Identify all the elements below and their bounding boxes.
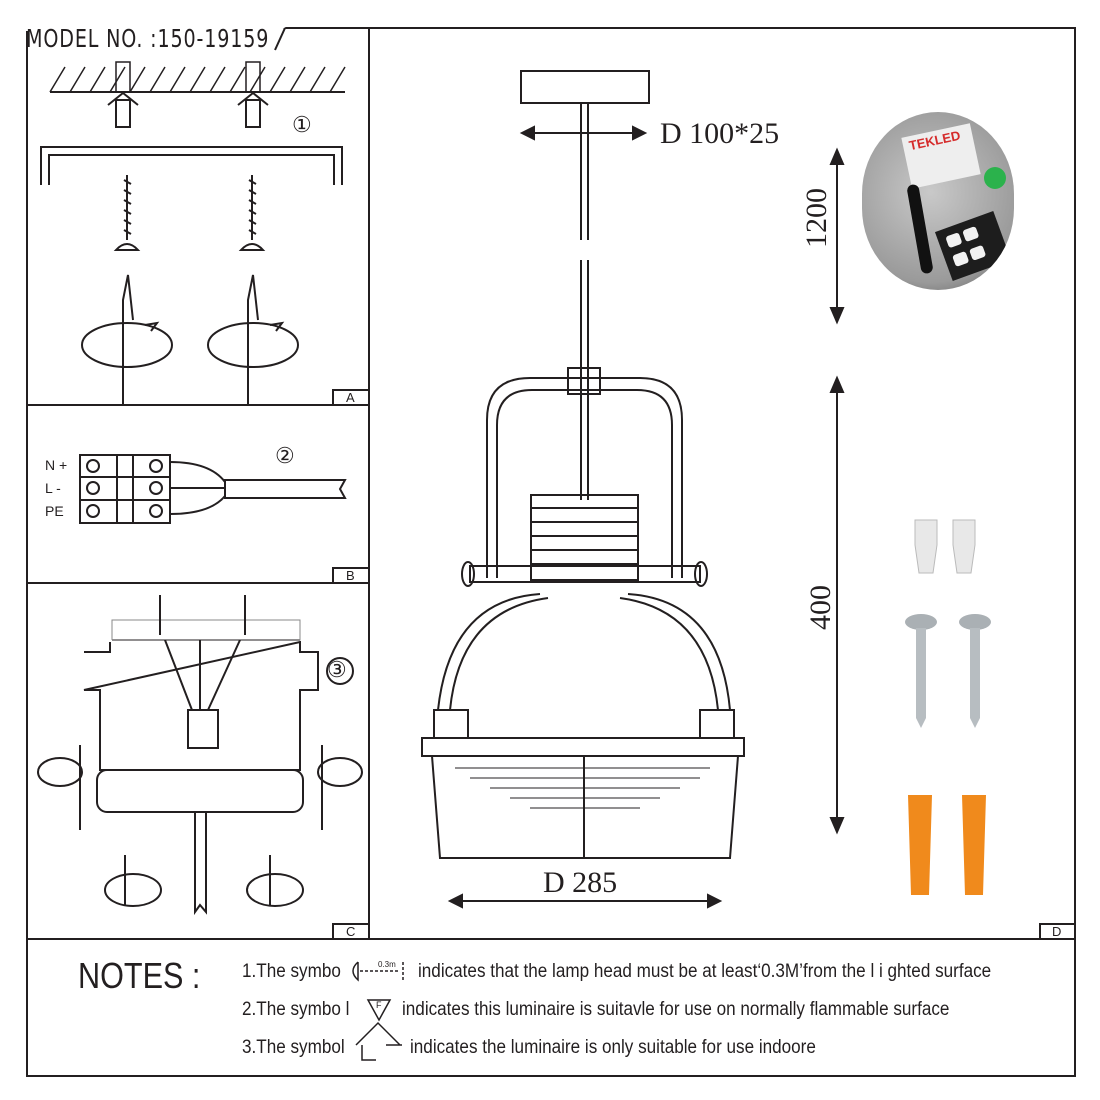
panel-label-b: B — [346, 568, 355, 583]
note-2-prefix: 2.The symbo l — [242, 999, 350, 1020]
note-1-prefix: 1.The symbo — [242, 961, 341, 982]
product-label: TEKLED — [901, 123, 981, 189]
step-3-marker: ③ — [327, 657, 347, 682]
panel-label-d: D — [1052, 924, 1062, 939]
diameter-dimension: D 285 — [543, 866, 618, 899]
note-2-symbol-text: F — [376, 1000, 382, 1010]
brand-logo: TEKLED — [907, 127, 962, 154]
terminal-label-neutral: N + — [45, 457, 68, 473]
step-1-marker: ① — [292, 112, 312, 137]
note-symbols — [352, 961, 404, 1061]
terminal-label-live: L - — [45, 480, 61, 496]
step-2-marker: ② — [275, 443, 295, 468]
note-1-text: indicates that the lamp head must be at … — [418, 961, 992, 982]
note-2-text: indicates this luminaire is suitavle for… — [402, 999, 950, 1020]
panel-a-ceiling — [40, 61, 346, 405]
panel-label-c: C — [346, 924, 356, 939]
model-number: MODEL NO. :150-19159 — [26, 24, 270, 53]
canopy-photo: TEKLED — [862, 112, 1014, 290]
cable-length-dimension: 1200 — [800, 188, 833, 248]
notes-title: NOTES : — [78, 955, 201, 996]
canopy-dimension: D 100*25 — [660, 117, 780, 150]
height-dimension: 400 — [804, 585, 837, 630]
panel-c-mounting — [37, 595, 363, 916]
panel-label-a: A — [346, 390, 355, 405]
panel-b-terminal-block — [79, 454, 347, 524]
pendant-lamp-drawing — [421, 70, 845, 909]
note-1-symbol-text: 0.3m — [378, 960, 396, 969]
note-3-text: indicates the luminaire is only suitable… — [410, 1037, 816, 1058]
note-3-prefix: 3.The symbol — [242, 1037, 345, 1058]
pass-sticker — [984, 167, 1006, 189]
accessories — [905, 519, 991, 895]
cable — [906, 183, 934, 275]
terminal-label-earth: PE — [45, 503, 64, 519]
outer-border — [26, 27, 1076, 1077]
